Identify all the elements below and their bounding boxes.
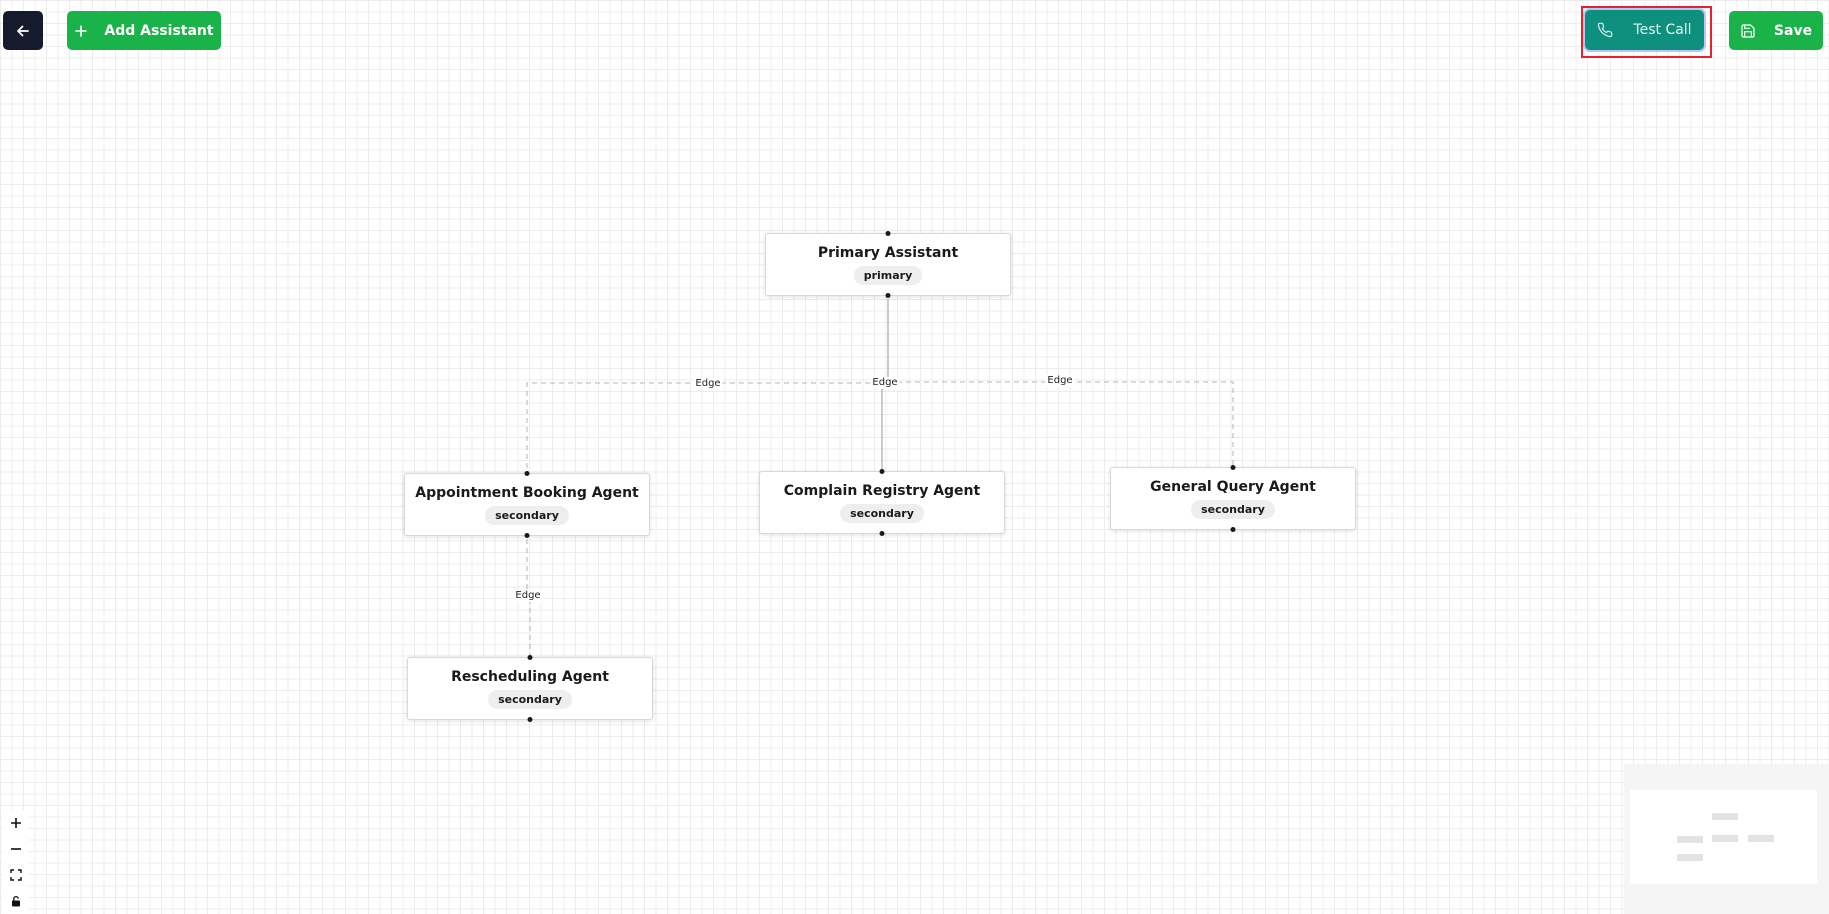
add-assistant-label: Add Assistant xyxy=(104,22,214,39)
node-type-badge: secondary xyxy=(1191,499,1275,519)
edge-label-appointment[interactable]: Edge xyxy=(693,378,723,390)
lock-button[interactable] xyxy=(3,888,29,914)
back-button[interactable] xyxy=(3,11,43,50)
plus-icon xyxy=(11,818,21,828)
node-handle-top[interactable] xyxy=(879,469,885,474)
minimap-node xyxy=(1677,836,1703,843)
lock-icon xyxy=(12,895,20,907)
arrow-left-icon xyxy=(17,25,29,36)
node-handle-bottom[interactable] xyxy=(885,293,891,298)
save-label: Save xyxy=(1773,22,1813,39)
minimap-node xyxy=(1712,835,1738,842)
plus-icon xyxy=(75,24,88,37)
node-appointment-booking-agent[interactable]: Appointment Booking Agent secondary xyxy=(404,471,650,538)
node-handle-top[interactable] xyxy=(527,655,533,660)
test-call-label: Test Call xyxy=(1633,22,1692,38)
edge-label-complain[interactable]: Edge xyxy=(870,377,900,389)
edge-label-general[interactable]: Edge xyxy=(1045,375,1075,387)
zoom-in-button[interactable] xyxy=(3,810,29,836)
edge-label-rescheduling[interactable]: Edge xyxy=(513,590,543,602)
node-title: Complain Registry Agent xyxy=(783,482,981,499)
minimap-node xyxy=(1712,813,1738,820)
node-handle-top[interactable] xyxy=(885,231,891,236)
minimap[interactable] xyxy=(1624,764,1829,914)
add-assistant-button[interactable]: Add Assistant xyxy=(67,11,221,50)
test-call-button[interactable]: Test Call xyxy=(1585,10,1704,50)
save-button[interactable]: Save xyxy=(1729,11,1823,50)
node-handle-top[interactable] xyxy=(1230,465,1236,470)
node-primary-assistant[interactable]: Primary Assistant primary xyxy=(765,231,1011,298)
node-general-query-agent[interactable]: General Query Agent secondary xyxy=(1110,465,1356,532)
minimap-viewport xyxy=(1630,790,1817,884)
node-title: Primary Assistant xyxy=(817,244,959,261)
node-type-badge: primary xyxy=(853,265,923,285)
edge-primary-appointment[interactable] xyxy=(526,382,888,472)
fit-view-button[interactable] xyxy=(3,862,29,888)
minimap-node xyxy=(1748,835,1774,842)
canvas-controls xyxy=(3,810,29,914)
floppy-disk-icon xyxy=(1741,23,1755,38)
node-handle-bottom[interactable] xyxy=(879,531,885,536)
edge-primary-general[interactable] xyxy=(888,381,1234,466)
node-type-badge: secondary xyxy=(488,689,572,709)
node-type-badge: secondary xyxy=(485,505,569,525)
node-title: General Query Agent xyxy=(1150,478,1316,495)
node-handle-bottom[interactable] xyxy=(527,717,533,722)
edge-appointment-rescheduling[interactable] xyxy=(526,539,531,655)
node-complain-registry-agent[interactable]: Complain Registry Agent secondary xyxy=(759,469,1005,536)
minus-icon xyxy=(11,848,21,850)
phone-icon xyxy=(1598,22,1613,38)
node-handle-top[interactable] xyxy=(524,471,530,476)
test-call-highlight xyxy=(1581,6,1712,58)
minimap-node xyxy=(1677,854,1703,861)
node-type-badge: secondary xyxy=(840,503,924,523)
node-rescheduling-agent[interactable]: Rescheduling Agent secondary xyxy=(407,655,653,722)
node-handle-bottom[interactable] xyxy=(1230,527,1236,532)
node-title: Rescheduling Agent xyxy=(451,668,609,685)
node-handle-bottom[interactable] xyxy=(524,533,530,538)
node-title: Appointment Booking Agent xyxy=(415,484,639,501)
fit-view-icon xyxy=(10,869,22,881)
zoom-out-button[interactable] xyxy=(3,836,29,862)
